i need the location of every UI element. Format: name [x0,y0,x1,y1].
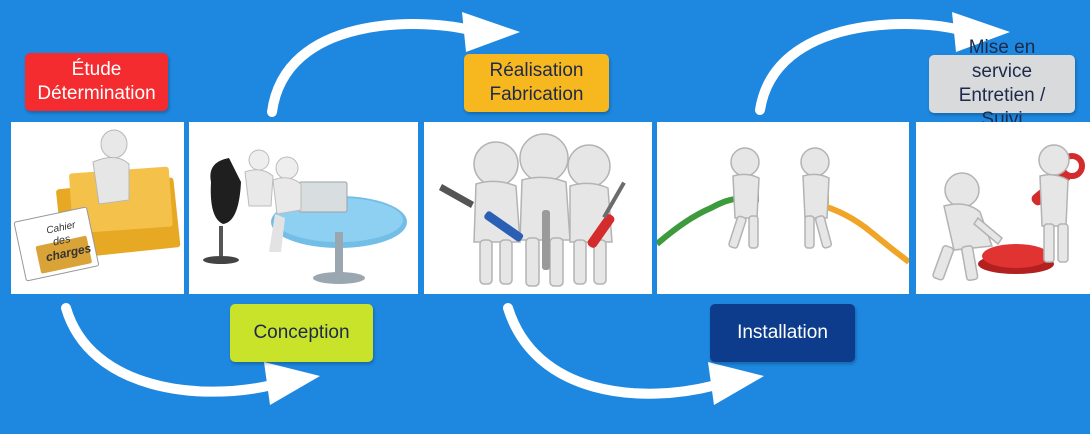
step-image-mise-en-service [916,122,1090,294]
step-label-text: Étude Détermination [37,59,156,104]
arrowhead-bottom-1 [264,362,320,405]
step-label-text: Installation [737,322,828,343]
doc-text-des: des [52,233,72,249]
step-image-installation [657,122,909,294]
step-label-text: Conception [253,322,350,343]
step-label-text: Réalisation Fabrication [489,60,584,105]
step-image-conception [189,122,418,294]
step-image-etude: Cahier des charges [11,122,184,294]
arrowhead-bottom-2 [708,362,764,405]
arrow-bottom-1 [61,303,277,397]
step-label-installation: Installation [710,304,855,362]
step-label-realisation: Réalisation Fabrication [464,54,609,112]
step-label-text: Mise en service Entretien / Suivi [958,37,1046,130]
step-label-etude: Étude Détermination [25,53,168,111]
arrow-top-1 [267,19,475,117]
arrow-bottom-2 [503,303,721,399]
arrowhead-top-1 [462,12,520,52]
arrowhead-top-2 [952,12,1010,52]
step-image-realisation [424,122,652,294]
step-label-conception: Conception [230,304,373,362]
step-label-mise-en-service: Mise en service Entretien / Suivi [929,37,1075,130]
arrow-top-2 [755,19,965,115]
